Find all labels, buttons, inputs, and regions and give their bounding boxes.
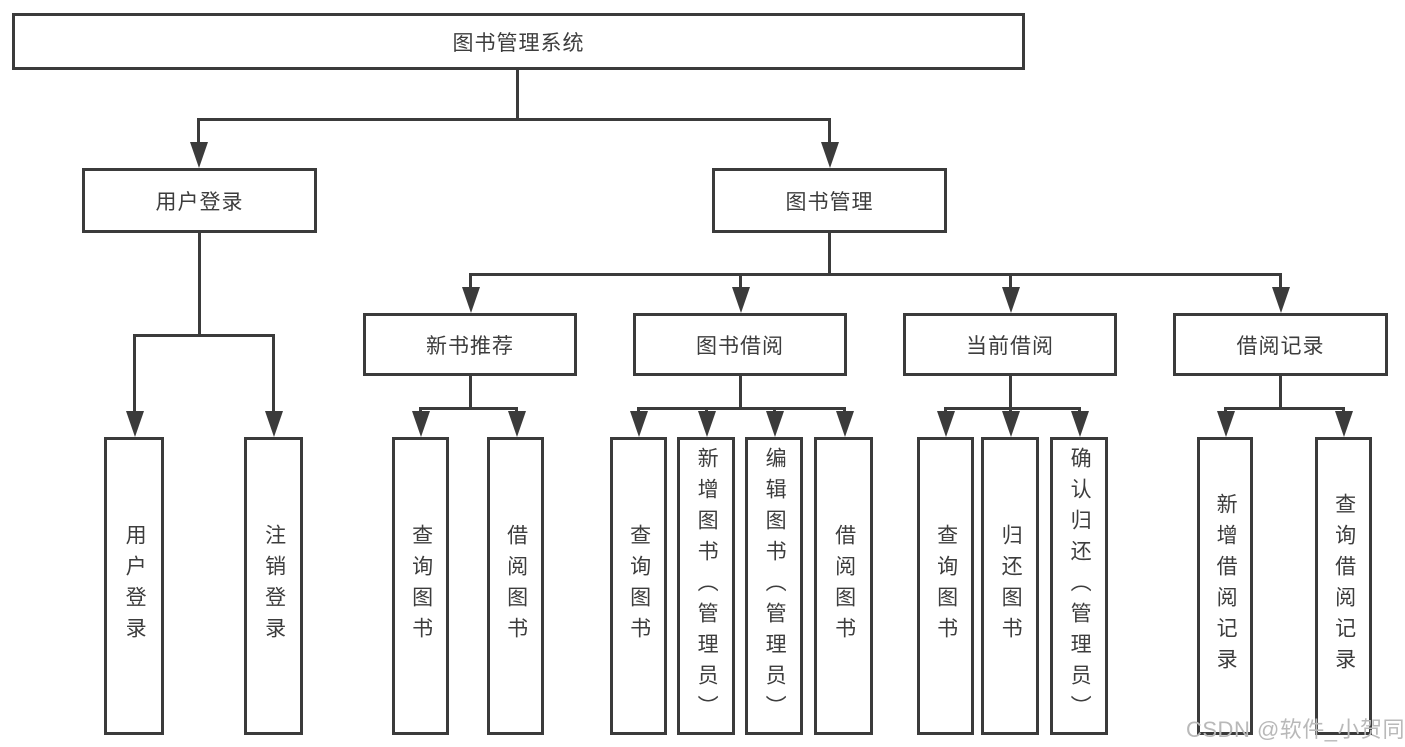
- connector-line: [133, 334, 136, 414]
- node-new-book-recommend: 新书推荐: [363, 313, 577, 376]
- node-book-borrowing-label: 图书借阅: [696, 334, 784, 358]
- leaf-cb-confirm-return-admin-label: 确认归还（管理员）: [1068, 446, 1092, 726]
- connector-line: [516, 70, 519, 120]
- csdn-watermark: CSDN @软件_小贺同学: [1186, 717, 1405, 742]
- leaf-br-add-record: 新增借阅记录: [1197, 437, 1253, 735]
- leaf-nb-borrow-books: 借阅图书: [487, 437, 544, 735]
- leaf-user-login: 用户登录: [104, 437, 164, 735]
- arrowhead-down-icon: [1216, 411, 1235, 437]
- arrowhead-down-icon: [936, 411, 955, 437]
- connector-line: [1009, 376, 1012, 409]
- arrowhead-down-icon: [1001, 411, 1020, 437]
- leaf-br-query-record: 查询借阅记录: [1315, 437, 1372, 735]
- connector-line: [1279, 273, 1282, 291]
- arrowhead-down-icon: [731, 287, 750, 313]
- arrowhead-down-icon: [820, 142, 839, 168]
- leaf-br-query-record-label: 查询借阅记录: [1332, 493, 1356, 679]
- arrowhead-down-icon: [507, 411, 526, 437]
- leaf-bb-edit-books-admin: 编辑图书（管理员）: [745, 437, 803, 735]
- arrowhead-down-icon: [697, 411, 716, 437]
- node-current-borrowing-label: 当前借阅: [966, 334, 1054, 358]
- arrowhead-down-icon: [1001, 287, 1020, 313]
- leaf-cb-query-books-label: 查询图书: [934, 524, 958, 648]
- arrowhead-down-icon: [1271, 287, 1290, 313]
- leaf-bb-query-books-label: 查询图书: [627, 524, 651, 648]
- leaf-bb-borrow-books: 借阅图书: [814, 437, 873, 735]
- connector-line: [419, 407, 517, 410]
- leaf-logout-label: 注销登录: [262, 524, 286, 648]
- connector-line: [272, 334, 275, 414]
- connector-line: [469, 376, 472, 409]
- connector-line: [1009, 273, 1012, 291]
- connector-line: [198, 118, 831, 121]
- arrowhead-down-icon: [1334, 411, 1353, 437]
- node-book-management-system-label: 图书管理系统: [452, 31, 585, 55]
- arrowhead-down-icon: [629, 411, 648, 437]
- node-book-borrowing: 图书借阅: [633, 313, 847, 376]
- arrowhead-down-icon: [1070, 411, 1089, 437]
- leaf-cb-return-books: 归还图书: [981, 437, 1039, 735]
- connector-line: [1279, 375, 1282, 409]
- node-current-borrowing: 当前借阅: [903, 313, 1117, 376]
- arrowhead-down-icon: [411, 411, 430, 437]
- node-book-management-system: 图书管理系统: [12, 13, 1025, 70]
- connector-line: [198, 233, 201, 336]
- leaf-bb-add-books-admin-label: 新增图书（管理员）: [695, 446, 719, 726]
- arrowhead-down-icon: [189, 142, 208, 168]
- leaf-bb-add-books-admin: 新增图书（管理员）: [677, 437, 735, 735]
- arrowhead-down-icon: [765, 411, 784, 437]
- leaf-nb-borrow-books-label: 借阅图书: [504, 524, 528, 648]
- arrowhead-down-icon: [125, 411, 144, 437]
- connector-line: [197, 118, 200, 146]
- connector-line: [739, 273, 742, 291]
- connector-line: [133, 334, 274, 337]
- connector-line: [944, 407, 1081, 410]
- connector-line: [469, 273, 1282, 276]
- leaf-bb-borrow-books-label: 借阅图书: [832, 524, 856, 648]
- leaf-nb-query-books-label: 查询图书: [409, 524, 433, 648]
- leaf-bb-query-books: 查询图书: [610, 437, 667, 735]
- leaf-cb-confirm-return-admin: 确认归还（管理员）: [1050, 437, 1108, 735]
- node-borrowing-records: 借阅记录: [1173, 313, 1388, 376]
- leaf-br-add-record-label: 新增借阅记录: [1214, 493, 1238, 679]
- node-user-login: 用户登录: [82, 168, 317, 233]
- connector-line: [469, 273, 472, 291]
- leaf-bb-edit-books-admin-label: 编辑图书（管理员）: [763, 446, 787, 726]
- node-borrowing-records-label: 借阅记录: [1236, 334, 1325, 358]
- arrowhead-down-icon: [461, 287, 480, 313]
- connector-line: [1224, 407, 1345, 410]
- connector-line: [637, 407, 845, 410]
- node-new-book-recommend-label: 新书推荐: [426, 334, 514, 358]
- connector-line: [828, 118, 831, 146]
- arrowhead-down-icon: [264, 411, 283, 437]
- connector-line: [739, 376, 742, 409]
- leaf-cb-query-books: 查询图书: [917, 437, 974, 735]
- leaf-user-login-label: 用户登录: [123, 524, 147, 648]
- node-book-management-label: 图书管理: [785, 190, 874, 214]
- node-book-management: 图书管理: [712, 168, 947, 233]
- leaf-cb-return-books-label: 归还图书: [999, 524, 1023, 648]
- leaf-nb-query-books: 查询图书: [392, 437, 449, 735]
- connector-line: [828, 233, 831, 275]
- arrowhead-down-icon: [835, 411, 854, 437]
- leaf-logout: 注销登录: [244, 437, 303, 735]
- node-user-login-label: 用户登录: [155, 190, 244, 214]
